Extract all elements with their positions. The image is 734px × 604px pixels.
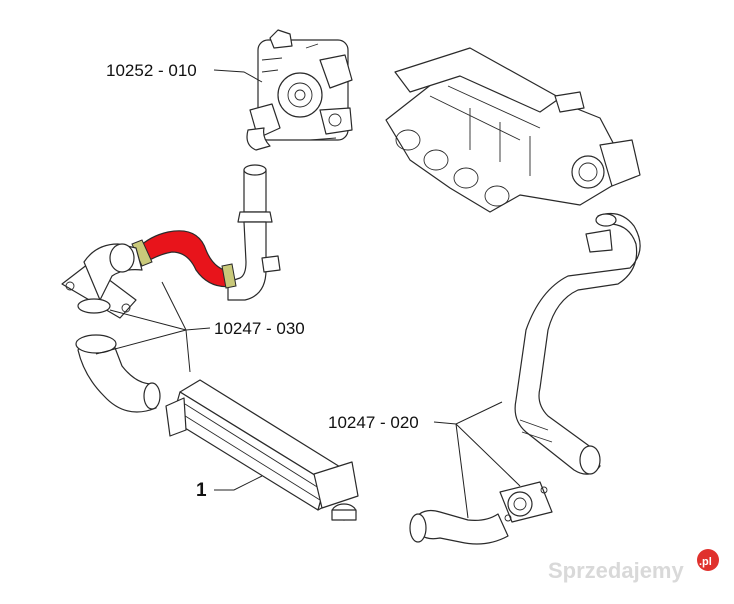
watermark-suffix: .pl [699, 556, 712, 568]
throttle-pipe-drawing [227, 164, 281, 301]
intercooler-part-number: 1 [196, 480, 207, 501]
upper-hoses-part-number: 10247 - 030 [214, 319, 305, 338]
intercooler-drawing [165, 379, 359, 521]
intake-manifold-drawing [385, 47, 641, 213]
sensor-fitting-drawing [499, 481, 553, 523]
lower-hoses-part-number: 10247 - 020 [328, 413, 419, 432]
right-long-hose-drawing [514, 213, 641, 475]
lower-left-hose-drawing [75, 334, 161, 413]
turbo-part-number: 10252 - 010 [106, 61, 197, 80]
lower-right-hose-drawing [409, 509, 509, 545]
leader-lines [95, 69, 521, 519]
watermark-text: Sprzedajemy [548, 558, 684, 583]
highlighted-hose [137, 230, 235, 288]
elbow-flange-drawing [61, 243, 143, 319]
watermark-badge-icon [697, 549, 719, 571]
turbocharger-drawing [246, 29, 353, 151]
hose-clamp-ring [221, 263, 237, 289]
watermark: Sprzedajemy .pl [548, 549, 719, 583]
